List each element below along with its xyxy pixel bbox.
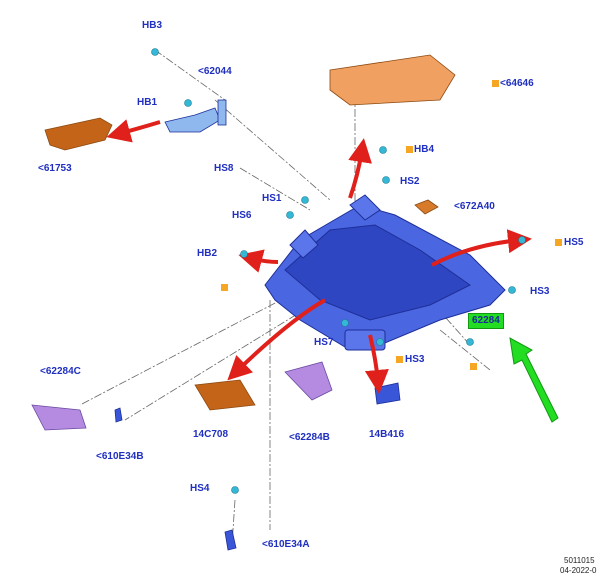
label-610e34b: <610E34B (96, 451, 144, 462)
label-hb1: HB1 (137, 97, 158, 108)
marker-square (221, 284, 228, 291)
label-hs3-center: HS3 (405, 354, 425, 365)
label-hs2: HS2 (400, 176, 420, 187)
diagram-reference-date: 04-2022-0 (560, 566, 597, 575)
label-hs1: HS1 (262, 193, 282, 204)
label-61753: <61753 (38, 163, 72, 174)
marker-square (406, 146, 413, 153)
label-hs6: HS6 (232, 210, 252, 221)
label-62044: <62044 (198, 66, 232, 77)
label-hs4: HS4 (190, 483, 210, 494)
seat-frame (264, 194, 506, 351)
label-62284c: <62284C (40, 366, 81, 377)
label-hs3-right: HS3 (530, 286, 550, 297)
label-62284b: <62284B (289, 432, 330, 443)
red-arrows (106, 119, 532, 394)
label-672a40: <672A40 (454, 201, 495, 212)
label-64646: <64646 (500, 78, 534, 89)
orange-parts (44, 54, 456, 411)
label-14b416: 14B416 (369, 429, 405, 440)
label-610e34a: <610E34A (262, 539, 310, 550)
purple-parts (31, 361, 333, 431)
label-hb2: HB2 (197, 248, 218, 259)
marker-square (555, 239, 562, 246)
callout-arrow (509, 337, 559, 423)
label-hs5: HS5 (564, 237, 584, 248)
marker-square (396, 356, 403, 363)
marker-square (470, 363, 477, 370)
marker-square (492, 80, 499, 87)
label-62284-highlighted: 62284 (468, 313, 504, 329)
diagram-reference-number: 5011015 (564, 556, 595, 565)
label-hb4: HB4 (414, 144, 435, 155)
label-14c708: 14C708 (193, 429, 229, 440)
fasteners (151, 48, 526, 494)
label-hs8: HS8 (214, 163, 234, 174)
label-hb3: HB3 (142, 20, 163, 31)
label-hs7: HS7 (314, 337, 334, 348)
